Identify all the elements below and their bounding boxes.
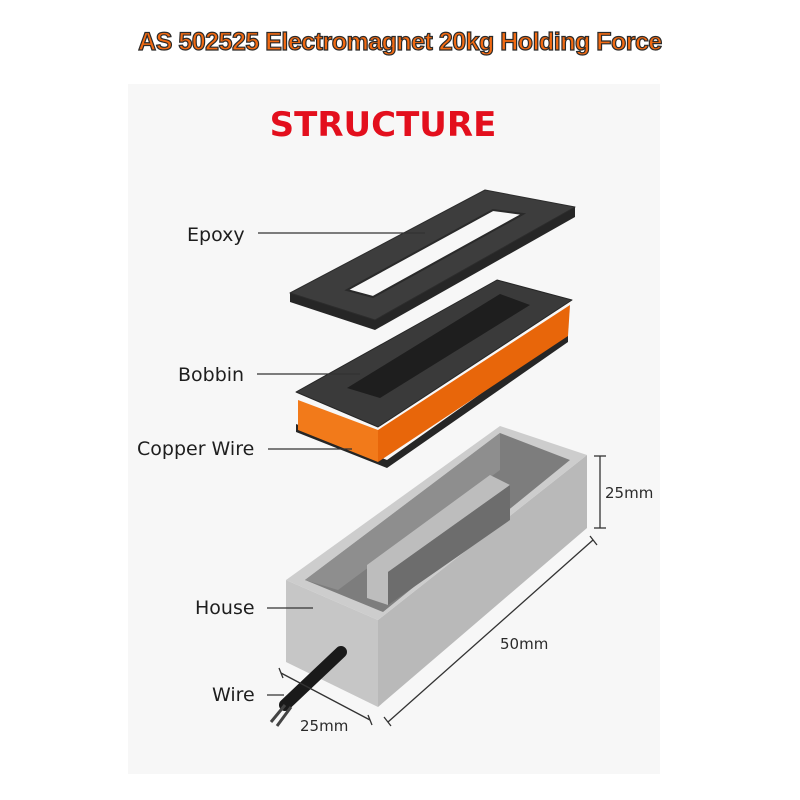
bobbin (295, 279, 573, 468)
epoxy-plate (289, 189, 576, 330)
structure-heading: STRUCTURE (270, 105, 497, 145)
copper-wire-coil (378, 305, 570, 462)
label-epoxy: Epoxy (187, 224, 245, 246)
dimension-width: 25mm (300, 717, 348, 735)
house (286, 426, 587, 707)
label-wire: Wire (212, 684, 255, 706)
label-bobbin: Bobbin (178, 364, 244, 386)
dimension-length: 50mm (500, 635, 548, 653)
wire-cable (269, 646, 347, 727)
label-copper-wire: Copper Wire (137, 438, 254, 460)
product-title: AS 502525 Electromagnet 20kg Holding For… (138, 27, 663, 56)
dimension-lines (278, 455, 606, 727)
leader-lines (257, 232, 425, 696)
label-house: House (195, 597, 255, 619)
dimension-height: 25mm (605, 484, 653, 502)
